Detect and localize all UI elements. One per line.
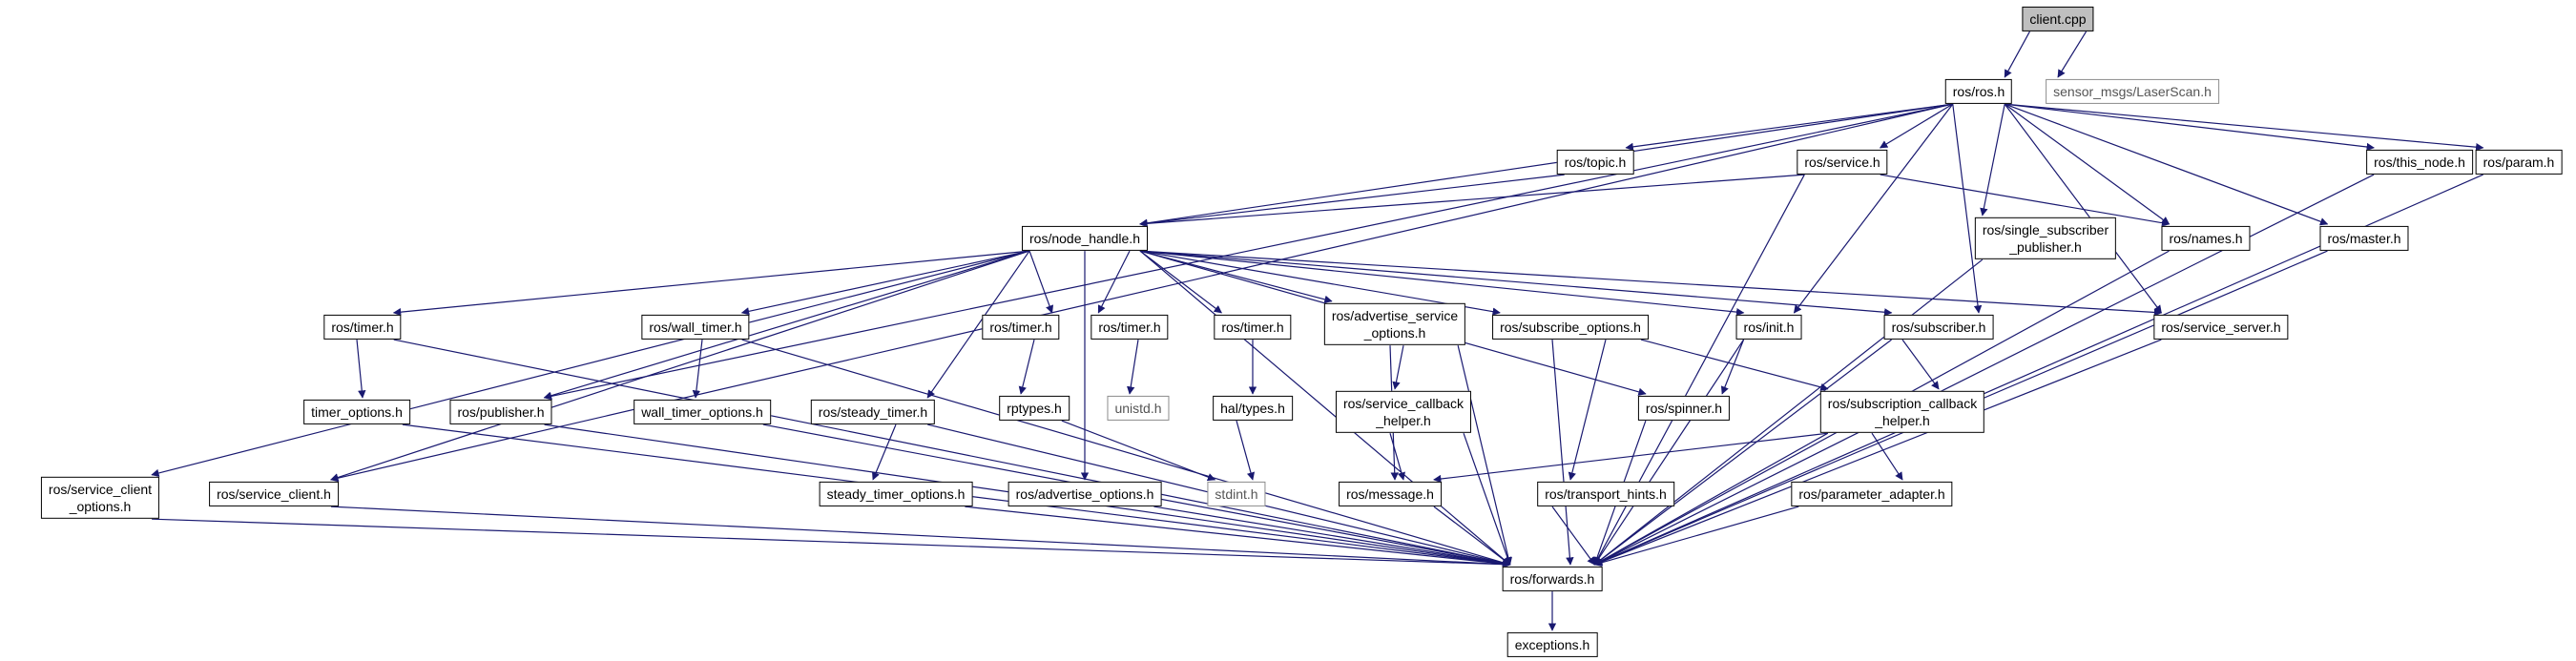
edge-ros_ros-to-publisher: [543, 103, 1953, 401]
graph-node-sub_cb_helper[interactable]: ros/subscription_callback _helper.h: [1819, 390, 1985, 434]
graph-node-unistd: unistd.h: [1107, 395, 1170, 422]
graph-node-service_server[interactable]: ros/service_server.h: [2153, 314, 2289, 341]
graph-node-node_handle[interactable]: ros/node_handle.h: [1022, 225, 1148, 252]
graph-node-parameter_adapter[interactable]: ros/parameter_adapter.h: [1791, 481, 1953, 507]
edge-subscriber-to-forwards: [1593, 339, 1892, 566]
edge-adv_opts-to-forwards: [1153, 506, 1511, 568]
edge-node_handle-to-timer_l: [392, 250, 1030, 317]
graph-node-service[interactable]: ros/service.h: [1797, 149, 1888, 176]
graph-node-ros_ros[interactable]: ros/ros.h: [1944, 78, 2013, 105]
edge-srv_client_opts-to-forwards: [152, 518, 1511, 568]
graph-node-message[interactable]: ros/message.h: [1339, 481, 1442, 507]
edge-ros_ros-to-topic: [1625, 103, 1953, 152]
edge-sub_cb_helper-to-parameter_adapter: [1871, 432, 1903, 481]
edge-node_handle-to-publisher: [543, 250, 1030, 400]
graph-node-steady_timer_options[interactable]: steady_timer_options.h: [819, 481, 973, 507]
edge-topic-to-node_handle: [1139, 174, 1565, 228]
graph-node-timer_l[interactable]: ros/timer.h: [323, 314, 402, 341]
graph-node-init[interactable]: ros/init.h: [1735, 314, 1802, 341]
edge-timer_m2-to-unistd: [1127, 339, 1139, 395]
edge-client_cpp-to-ros_ros: [2004, 31, 2030, 78]
edge-transport_hints-to-forwards: [1551, 506, 1595, 566]
edge-adv_srv_opts-to-service_cb_helper: [1392, 345, 1404, 390]
graph-node-srv_client_opts[interactable]: ros/service_client _options.h: [40, 476, 160, 520]
edge-steady_timer_options-to-forwards: [965, 506, 1511, 568]
edge-client_cpp-to-laserscan: [2057, 31, 2088, 78]
graph-node-service_client[interactable]: ros/service_client.h: [209, 481, 339, 507]
edge-node_handle-to-timer_m1: [1028, 250, 1054, 314]
edge-subscriber-to-sub_cb_helper: [1901, 339, 1940, 390]
edge-ros_ros-to-service_client: [330, 103, 1953, 483]
graph-node-spinner[interactable]: ros/spinner.h: [1637, 395, 1731, 422]
graph-node-timer_m3[interactable]: ros/timer.h: [1214, 314, 1292, 341]
edge-steady_timer-to-steady_timer_options: [872, 423, 897, 481]
edge-ros_ros-to-this_node: [2005, 103, 2375, 152]
edge-sub_opts-to-transport_hints: [1568, 339, 1607, 481]
edge-message-to-forwards: [1433, 506, 1511, 566]
edge-sub_opts-to-forwards: [1551, 340, 1574, 566]
edge-node_handle-to-srv_client_opts: [151, 250, 1030, 478]
edge-haltypes-to-stdint: [1236, 420, 1256, 481]
edge-service_server-to-forwards: [1593, 339, 2162, 567]
graph-node-transport_hints[interactable]: ros/transport_hints.h: [1537, 481, 1674, 507]
graph-node-timer_m1[interactable]: ros/timer.h: [982, 314, 1060, 341]
edge-node_handle-to-wall_timer: [740, 250, 1030, 316]
graph-node-timer_m2[interactable]: ros/timer.h: [1091, 314, 1169, 341]
edge-ros_ros-to-subscriber: [1952, 104, 1983, 314]
edge-wall_timer-to-wall_timer_options: [692, 340, 703, 399]
edge-timer_l-to-forwards: [393, 339, 1511, 568]
edge-node_handle-to-service_client: [330, 250, 1030, 482]
graph-node-ssp[interactable]: ros/single_subscriber _publisher.h: [1974, 217, 2117, 260]
edge-lines: [151, 31, 2484, 631]
edge-node_handle-to-timer_m3: [1139, 250, 1222, 314]
edge-node_handle-to-timer_m2: [1097, 250, 1131, 314]
graph-node-steady_timer[interactable]: ros/steady_timer.h: [810, 399, 936, 425]
edge-ros_ros-to-ssp: [1980, 103, 2005, 217]
edge-sub_opts-to-sub_cb_helper: [1640, 339, 1829, 391]
edge-ros_ros-to-service: [1879, 103, 1954, 149]
edge-ros_ros-to-init: [1793, 103, 1954, 314]
graph-node-param[interactable]: ros/param.h: [2475, 149, 2563, 176]
edge-ros_ros-to-names: [2004, 103, 2171, 225]
edge-sub_cb_helper-to-message: [1433, 432, 1828, 484]
graph-node-service_cb_helper[interactable]: ros/service_callback _helper.h: [1335, 390, 1472, 434]
graph-node-topic[interactable]: ros/topic.h: [1556, 149, 1634, 176]
edge-node_handle-to-subscriber: [1139, 250, 1893, 317]
graph-node-wall_timer[interactable]: ros/wall_timer.h: [641, 314, 750, 341]
graph-node-client_cpp: client.cpp: [2022, 6, 2094, 32]
graph-node-timer_options[interactable]: timer_options.h: [303, 399, 410, 425]
graph-node-this_node[interactable]: ros/this_node.h: [2366, 149, 2473, 176]
graph-node-adv_srv_opts[interactable]: ros/advertise_service _options.h: [1323, 302, 1466, 346]
edge-service_cb_helper-to-message: [1389, 433, 1405, 481]
edge-node_handle-to-adv_srv_opts: [1139, 250, 1333, 303]
graph-node-subscriber[interactable]: ros/subscriber.h: [1883, 314, 1994, 341]
graph-node-names[interactable]: ros/names.h: [2161, 225, 2251, 252]
edge-service_client-to-forwards: [330, 506, 1511, 568]
edge-rptypes-to-stdint: [1061, 420, 1216, 482]
edge-ros_ros-to-service_server: [2004, 103, 2162, 314]
graph-node-publisher[interactable]: ros/publisher.h: [449, 399, 552, 425]
graph-node-sub_opts[interactable]: ros/subscribe_options.h: [1492, 314, 1649, 341]
edge-parameter_adapter-to-forwards: [1593, 506, 1799, 567]
graph-node-forwards[interactable]: ros/forwards.h: [1502, 566, 1603, 592]
graph-node-adv_opts[interactable]: ros/advertise_options.h: [1008, 481, 1162, 507]
edge-init-to-forwards: [1593, 339, 1745, 566]
edge-adv_srv_opts-to-forwards: [1457, 345, 1512, 566]
graph-node-exceptions[interactable]: exceptions.h: [1506, 631, 1598, 658]
edge-wall_timer-to-forwards: [741, 339, 1511, 567]
graph-node-master[interactable]: ros/master.h: [2319, 225, 2409, 252]
graph-node-rptypes[interactable]: rptypes.h: [999, 395, 1070, 422]
graph-node-laserscan: sensor_msgs/LaserScan.h: [2046, 78, 2219, 105]
edge-service_cb_helper-to-forwards: [1463, 432, 1512, 566]
edge-service-to-node_handle: [1139, 174, 1805, 228]
graph-node-stdint: stdint.h: [1207, 481, 1266, 507]
edge-timer_m1-to-rptypes: [1018, 339, 1035, 395]
edge-init-to-spinner: [1720, 339, 1745, 395]
edge-node_handle-to-service_server: [1139, 250, 2163, 317]
edge-ros_ros-to-master: [2005, 103, 2329, 226]
edge-timer_l-to-timer_options: [356, 340, 366, 399]
graph-node-haltypes[interactable]: hal/types.h: [1213, 395, 1293, 422]
graph-node-wall_timer_options[interactable]: wall_timer_options.h: [634, 399, 771, 425]
edge-ros_ros-to-param: [2005, 103, 2484, 152]
